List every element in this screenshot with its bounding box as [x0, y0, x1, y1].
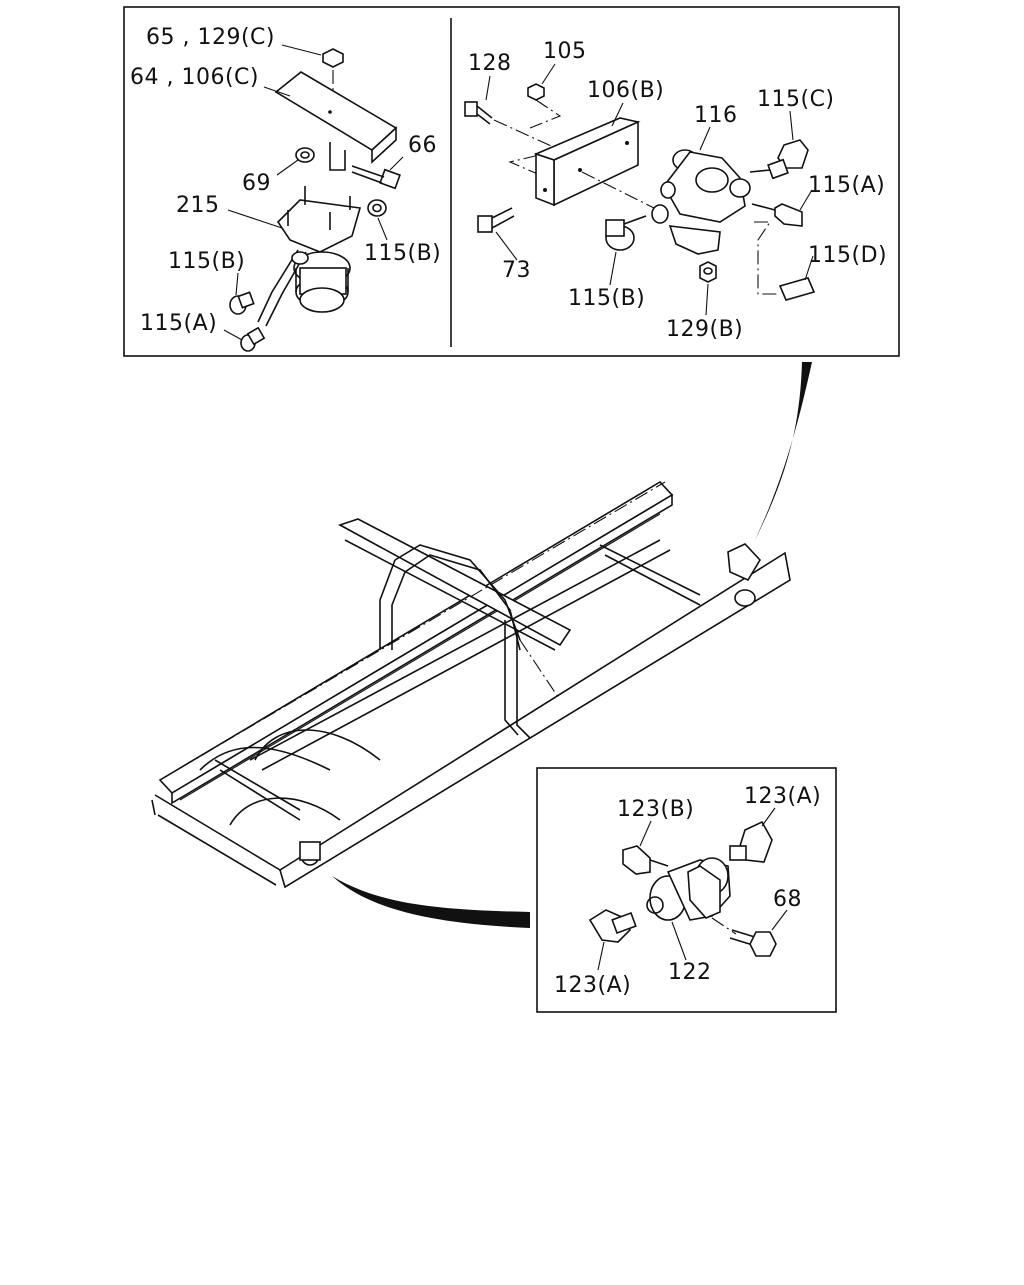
top-panel-frame — [123, 6, 900, 357]
relay-valve-116-icon — [651, 149, 751, 255]
bolt-66-icon — [351, 165, 401, 190]
bolt-68-icon — [711, 917, 777, 957]
callout-arrow-top — [755, 362, 812, 540]
label-123a-bottom: 123(A) — [554, 973, 631, 998]
relay-valve-on-frame-icon — [727, 543, 761, 582]
label-66: 66 — [408, 133, 437, 158]
elbow-123a-bottom-icon — [588, 909, 637, 943]
label-73: 73 — [502, 258, 531, 283]
label-115a-left: 115(A) — [140, 311, 217, 336]
fitting-115d-icon — [754, 221, 816, 301]
fitting-115a-icon — [240, 326, 266, 352]
label-116: 116 — [694, 103, 738, 128]
bottom-panel-frame — [536, 767, 837, 1013]
label-129b: 129(B) — [666, 317, 743, 342]
label-128: 128 — [468, 51, 512, 76]
nut-129b-icon — [699, 261, 717, 283]
elbow-115b-icon — [605, 215, 647, 251]
fitting-115b-left-icon — [229, 291, 255, 315]
fitting-115a-right-icon — [751, 203, 803, 227]
top-right-assembly — [464, 63, 816, 316]
fitting-123a-top-icon — [729, 820, 773, 863]
label-106b: 106(B) — [587, 78, 664, 103]
label-215: 215 — [176, 193, 220, 218]
valve-122-icon — [646, 857, 731, 921]
fitting-115b-right-icon — [367, 199, 387, 217]
bolt-128-icon — [464, 101, 493, 125]
label-105: 105 — [543, 39, 587, 64]
label-123b: 123(B) — [617, 797, 694, 822]
chassis-frame — [151, 480, 791, 889]
bracket-106b-icon — [533, 117, 641, 207]
elbow-115c-icon — [749, 139, 809, 180]
label-115a-right: 115(A) — [808, 173, 885, 198]
label-115c: 115(C) — [757, 87, 835, 112]
label-115d: 115(D) — [808, 243, 887, 268]
bolt-73-icon — [477, 207, 515, 233]
label-69: 69 — [242, 171, 271, 196]
bottom-right-assembly — [588, 807, 788, 971]
label-68: 68 — [773, 887, 802, 912]
nut-65-icon — [322, 48, 344, 68]
callout-arrow-bottom — [332, 876, 530, 928]
label-64-106c: 64 , 106(C) — [130, 65, 259, 90]
bracket-64-icon — [274, 71, 398, 151]
fitting-123b-icon — [622, 845, 669, 875]
label-65-129c: 65 , 129(C) — [146, 25, 275, 50]
nut-105-icon — [527, 83, 545, 101]
top-left-assembly — [223, 44, 404, 352]
label-123a-top: 123(A) — [744, 784, 821, 809]
label-115b-right: 115(B) — [364, 241, 441, 266]
label-115b-bottom: 115(B) — [568, 286, 645, 311]
label-115b-left: 115(B) — [168, 249, 245, 274]
washer-69-icon — [295, 147, 315, 163]
brake-chamber-215-icon — [257, 186, 362, 327]
label-122: 122 — [668, 960, 712, 985]
